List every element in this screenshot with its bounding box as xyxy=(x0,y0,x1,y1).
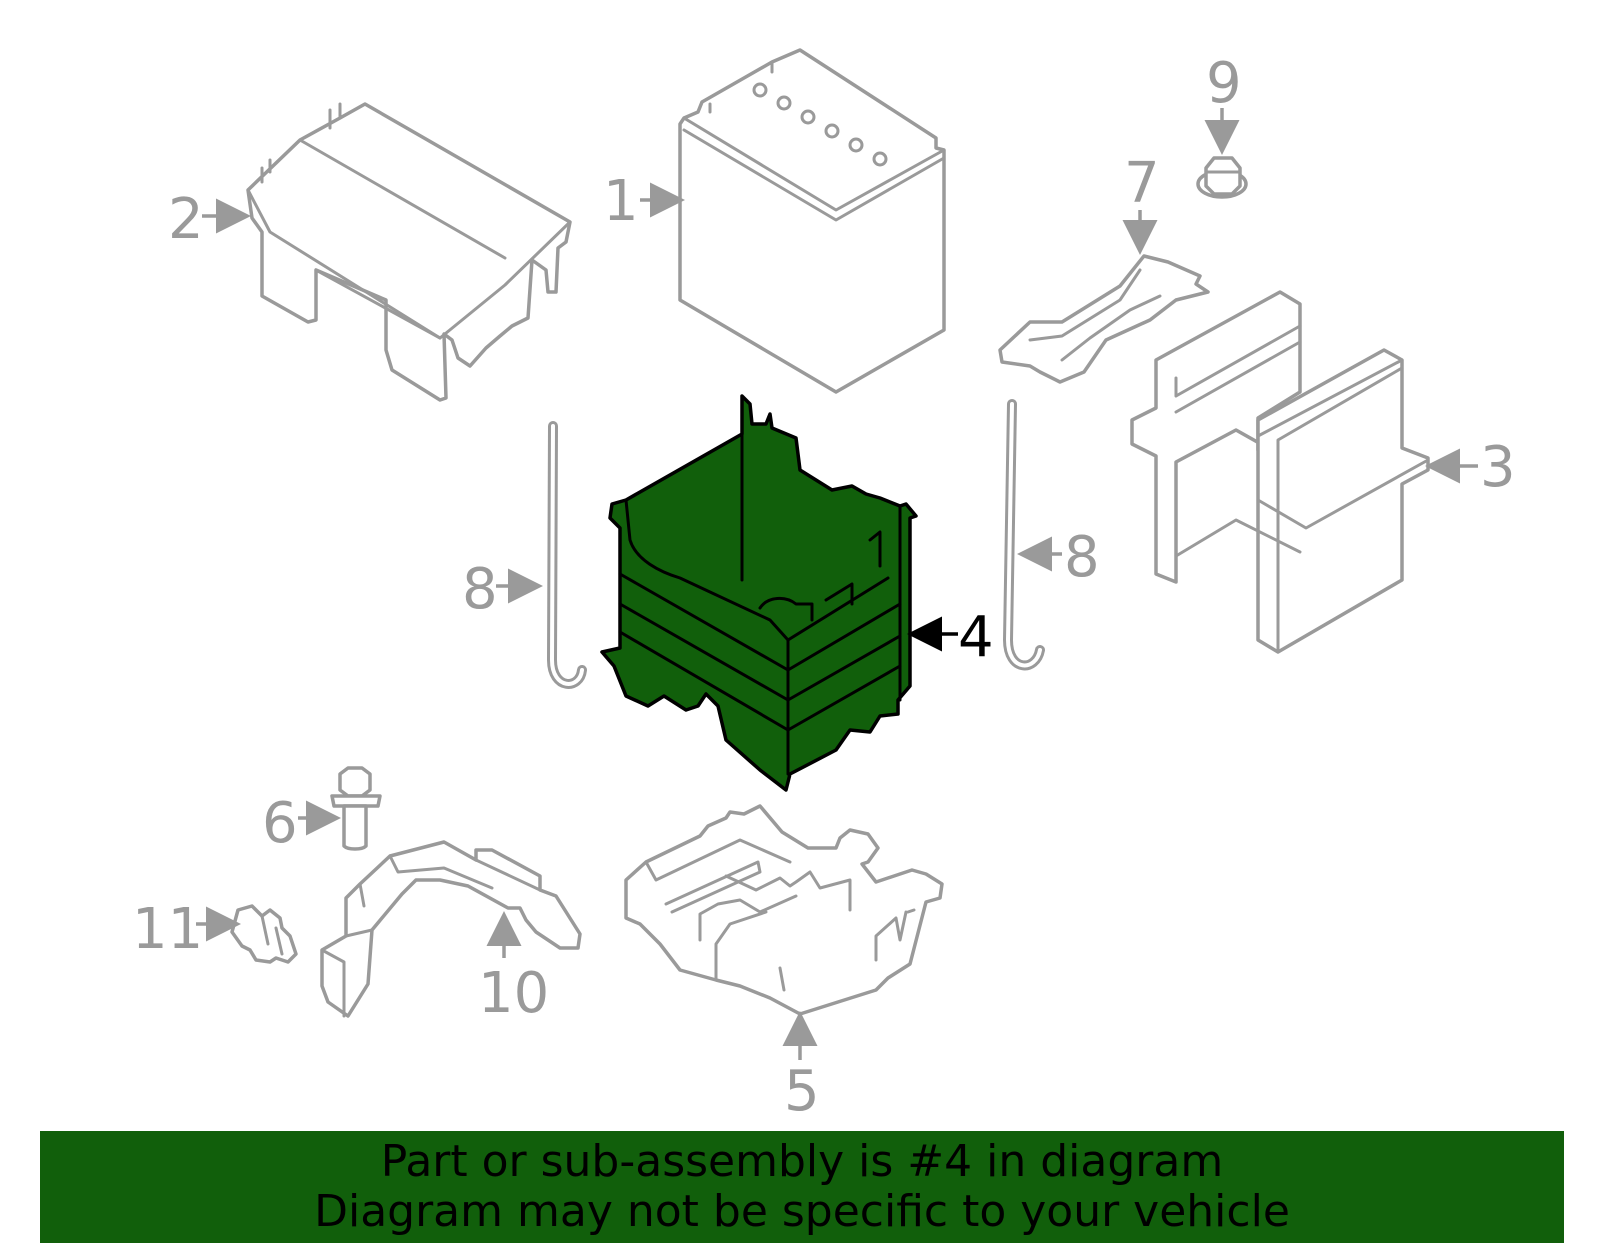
callout-3: 3 xyxy=(1425,435,1516,500)
callout-8-left-label: 8 xyxy=(462,557,498,622)
callout-4-label: 4 xyxy=(958,605,994,670)
callout-6-label: 6 xyxy=(262,791,298,856)
callout-7-label: 7 xyxy=(1124,151,1160,216)
part-7-hold-down-clamp[interactable] xyxy=(998,254,1210,384)
part-11-clip[interactable] xyxy=(230,904,298,964)
banner-line-2: Diagram may not be specific to your vehi… xyxy=(314,1186,1290,1237)
part-5-tray-base[interactable] xyxy=(624,804,944,1016)
callout-9-label: 9 xyxy=(1206,51,1242,116)
callout-8-right: 8 xyxy=(1017,525,1100,590)
callout-10-label: 10 xyxy=(478,961,549,1026)
part-9-nut[interactable] xyxy=(1196,156,1248,199)
callout-3-label: 3 xyxy=(1480,435,1516,500)
callout-10: 10 xyxy=(478,911,549,1026)
info-banner: Part or sub-assembly is #4 in diagram Di… xyxy=(40,1131,1564,1243)
part-8-left-rod[interactable] xyxy=(547,421,587,689)
part-2-battery-cover[interactable] xyxy=(246,102,572,402)
callout-2-label: 2 xyxy=(168,187,204,252)
callout-7: 7 xyxy=(1122,151,1160,255)
callout-2: 2 xyxy=(168,187,251,252)
callout-5: 5 xyxy=(782,1011,820,1124)
callout-4: 4 xyxy=(907,605,994,670)
part-3-insulator[interactable] xyxy=(1130,290,1430,654)
callout-8-right-label: 8 xyxy=(1064,525,1100,590)
part-1-battery[interactable] xyxy=(678,48,946,394)
part-6-bolt[interactable] xyxy=(330,766,382,851)
callout-11: 11 xyxy=(132,897,241,962)
banner-line-1: Part or sub-assembly is #4 in diagram xyxy=(380,1136,1224,1187)
callout-11-label: 11 xyxy=(132,897,203,962)
callout-8-left: 8 xyxy=(462,557,543,622)
callout-1: 1 xyxy=(603,169,685,234)
callout-9: 9 xyxy=(1204,51,1242,155)
callout-1-label: 1 xyxy=(603,169,639,234)
part-4-battery-tray[interactable] xyxy=(600,394,918,792)
part-10-bracket[interactable] xyxy=(320,840,582,1018)
part-8-right-rod[interactable] xyxy=(1003,399,1045,671)
callout-6: 6 xyxy=(262,791,341,856)
callout-5-label: 5 xyxy=(784,1059,820,1124)
